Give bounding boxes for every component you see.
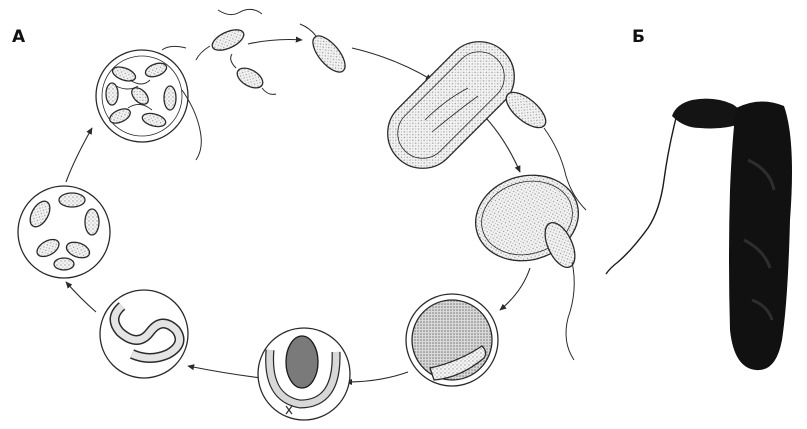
filament-growth-stage [258,328,350,420]
life-cycle-diagram [18,9,588,420]
progeny-release-stage [96,50,201,160]
bdellovibrio-cell-body [672,99,741,129]
arrow-septation-to-release [66,128,92,182]
panel-label-a: А [12,27,26,47]
arrow-free-to-attach [352,48,432,80]
electron-micrograph [606,99,792,370]
coiled-filament-stage [100,290,188,378]
bdellovibrio-flagellum [606,118,676,274]
septation-stage [18,186,110,278]
arrow-growth-to-coil [188,366,262,378]
bdelloplast-stage [406,294,498,386]
arrow-bdelloplast-to-growth [346,372,408,382]
arrow-penetrate-to-bdelloplast [500,268,530,310]
free-bdellovibrio-cells [162,9,351,94]
arrow-coil-to-septation [66,282,96,312]
arrow-free-to-free [248,40,302,45]
panel-label-b: Б [632,27,645,47]
prey-cell-body [729,101,792,370]
arrow-attach-to-penetrate [486,118,520,172]
